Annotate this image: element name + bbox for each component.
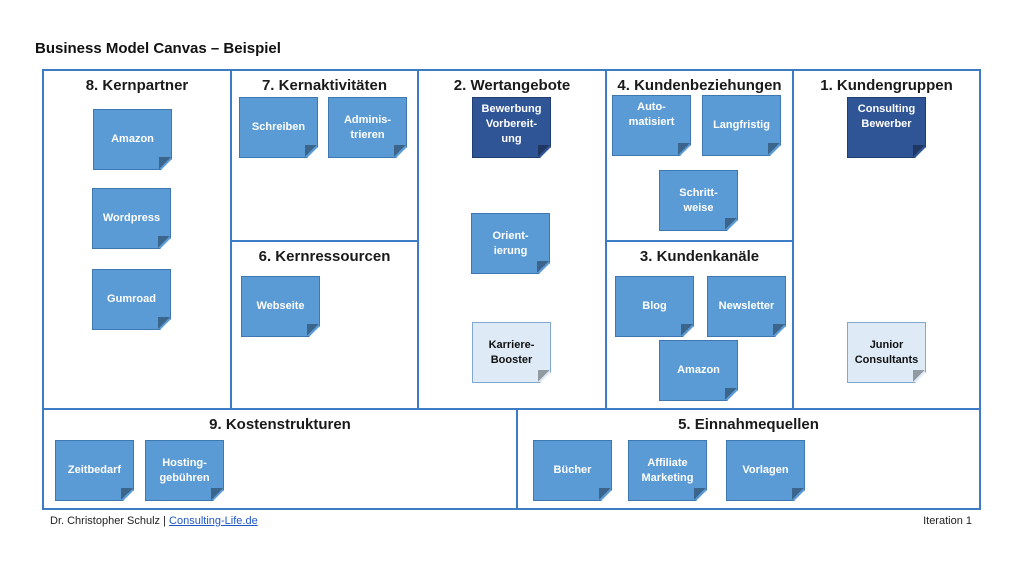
note-orientierung[interactable]: Orient- ierung xyxy=(471,213,550,274)
note-hosting-gebuehren[interactable]: Hosting- gebühren xyxy=(145,440,224,501)
note-langfristig[interactable]: Langfristig xyxy=(702,95,781,156)
note-bewerbung-vorbereitung[interactable]: Bewerbung Vorbereit- ung xyxy=(472,97,551,158)
note-administrieren[interactable]: Adminis- trieren xyxy=(328,97,407,158)
note-schrittweise[interactable]: Schritt- weise xyxy=(659,170,738,231)
footer-iteration: Iteration 1 xyxy=(923,515,972,527)
section-title-kernpartner: 8. Kernpartner xyxy=(85,77,189,94)
note-newsletter[interactable]: Newsletter xyxy=(707,276,786,337)
section-title-kernressourcen: 6. Kernressourcen xyxy=(258,248,391,265)
note-schreiben[interactable]: Schreiben xyxy=(239,97,318,158)
section-title-kundenkanaele: 3. Kundenkanäle xyxy=(639,248,760,265)
note-gumroad[interactable]: Gumroad xyxy=(92,269,171,330)
section-title-kundenbeziehungen: 4. Kundenbeziehungen xyxy=(617,77,782,94)
section-title-einnahmequellen: 5. Einnahmequellen xyxy=(678,416,819,433)
section-title-kernaktivitaeten: 7. Kernaktivitäten xyxy=(261,77,388,94)
footer-author: Dr. Christopher Schulz | Consulting-Life… xyxy=(50,515,258,527)
page-title: Business Model Canvas – Beispiel xyxy=(35,40,281,57)
note-affiliate-marketing[interactable]: Affiliate Marketing xyxy=(628,440,707,501)
note-consulting-bewerber[interactable]: Consulting Bewerber xyxy=(847,97,926,158)
note-automatisiert[interactable]: Auto- matisiert xyxy=(612,95,691,156)
note-buecher[interactable]: Bücher xyxy=(533,440,612,501)
section-title-kundengruppen: 1. Kundengruppen xyxy=(820,77,953,94)
note-junior-consultants[interactable]: Junior Consultants xyxy=(847,322,926,383)
note-amazon-partner[interactable]: Amazon xyxy=(93,109,172,170)
section-title-kostenstrukturen: 9. Kostenstrukturen xyxy=(209,416,351,433)
note-vorlagen[interactable]: Vorlagen xyxy=(726,440,805,501)
note-blog[interactable]: Blog xyxy=(615,276,694,337)
note-webseite[interactable]: Webseite xyxy=(241,276,320,337)
note-wordpress[interactable]: Wordpress xyxy=(92,188,171,249)
footer-author-name: Dr. Christopher Schulz | xyxy=(50,515,166,527)
note-karriere-booster[interactable]: Karriere- Booster xyxy=(472,322,551,383)
note-zeitbedarf[interactable]: Zeitbedarf xyxy=(55,440,134,501)
footer-link[interactable]: Consulting-Life.de xyxy=(169,515,258,527)
section-title-wertangebote: 2. Wertangebote xyxy=(453,77,571,94)
note-amazon-kanal[interactable]: Amazon xyxy=(659,340,738,401)
